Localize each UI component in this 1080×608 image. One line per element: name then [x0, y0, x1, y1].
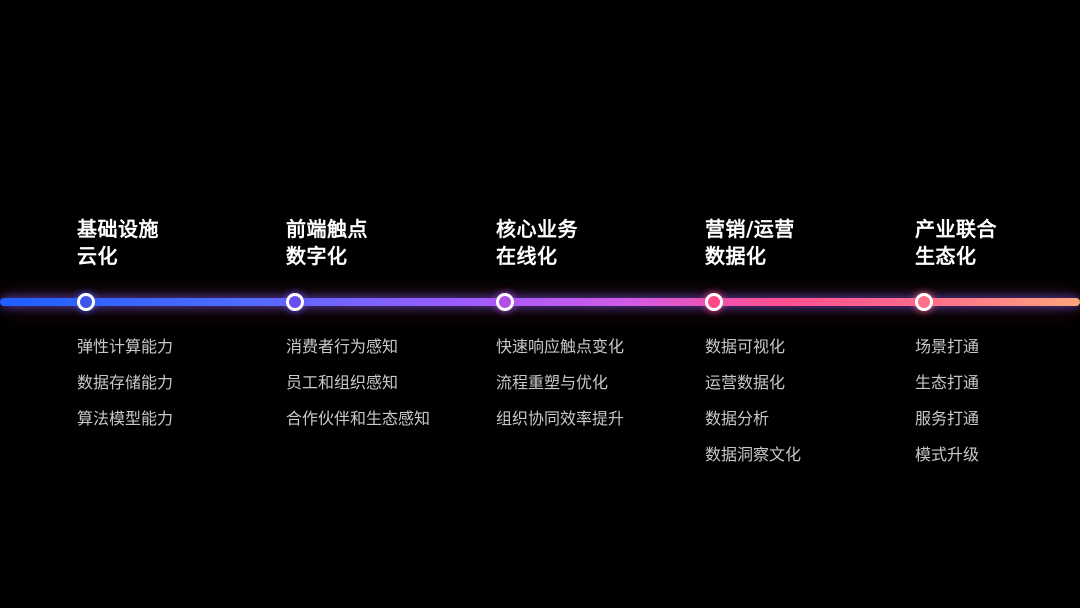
timeline-node	[705, 293, 723, 311]
timeline-node	[496, 293, 514, 311]
stage-title-line: 基础设施	[77, 217, 159, 241]
stage-title-line: 核心业务	[496, 217, 578, 241]
stage-marketing-operations: 营销/运营 数据化 数据可视化 运营数据化 数据分析 数据洞察文化	[705, 0, 905, 608]
list-item: 合作伙伴和生态感知	[286, 409, 431, 428]
stage-title: 营销/运营 数据化	[705, 216, 905, 270]
list-item: 数据分析	[705, 409, 770, 428]
stage-title: 核心业务 在线化	[496, 216, 696, 270]
stage-infrastructure: 基础设施 云化 弹性计算能力 数据存储能力 算法模型能力	[77, 0, 277, 608]
stage-item-list: 消费者行为感知 员工和组织感知 合作伙伴和生态感知	[286, 333, 486, 441]
list-item: 服务打通	[915, 409, 980, 428]
timeline-node	[915, 293, 933, 311]
list-item: 快速响应触点变化	[496, 337, 625, 356]
timeline-track	[0, 298, 1080, 306]
list-item: 数据洞察文化	[705, 445, 802, 464]
list-item: 生态打通	[915, 373, 980, 392]
stage-item-list: 场景打通 生态打通 服务打通 模式升级	[915, 333, 1080, 477]
stage-title-line: 数字化	[286, 244, 348, 268]
list-item: 员工和组织感知	[286, 373, 399, 392]
timeline-node	[286, 293, 304, 311]
stage-title: 基础设施 云化	[77, 216, 277, 270]
stage-item-list: 快速响应触点变化 流程重塑与优化 组织协同效率提升	[496, 333, 696, 441]
stage-industry-ecosystem: 产业联合 生态化 场景打通 生态打通 服务打通 模式升级	[915, 0, 1080, 608]
stage-title-line: 数据化	[705, 244, 767, 268]
list-item: 数据可视化	[705, 337, 786, 356]
list-item: 弹性计算能力	[77, 337, 174, 356]
list-item: 模式升级	[915, 445, 980, 464]
stage-title: 产业联合 生态化	[915, 216, 1080, 270]
list-item: 组织协同效率提升	[496, 409, 625, 428]
stage-title-line: 营销/运营	[705, 217, 795, 241]
stage-frontend-touchpoints: 前端触点 数字化 消费者行为感知 员工和组织感知 合作伙伴和生态感知	[286, 0, 486, 608]
stage-item-list: 数据可视化 运营数据化 数据分析 数据洞察文化	[705, 333, 905, 477]
list-item: 数据存储能力	[77, 373, 174, 392]
stage-title-line: 云化	[77, 244, 118, 268]
stage-item-list: 弹性计算能力 数据存储能力 算法模型能力	[77, 333, 277, 441]
list-item: 流程重塑与优化	[496, 373, 609, 392]
stage-title-line: 前端触点	[286, 217, 368, 241]
timeline-node	[77, 293, 95, 311]
list-item: 算法模型能力	[77, 409, 174, 428]
stage-title-line: 生态化	[915, 244, 977, 268]
stage-title-line: 在线化	[496, 244, 558, 268]
stage-core-business: 核心业务 在线化 快速响应触点变化 流程重塑与优化 组织协同效率提升	[496, 0, 696, 608]
list-item: 运营数据化	[705, 373, 786, 392]
list-item: 场景打通	[915, 337, 980, 356]
stage-title-line: 产业联合	[915, 217, 997, 241]
list-item: 消费者行为感知	[286, 337, 399, 356]
stage-title: 前端触点 数字化	[286, 216, 486, 270]
